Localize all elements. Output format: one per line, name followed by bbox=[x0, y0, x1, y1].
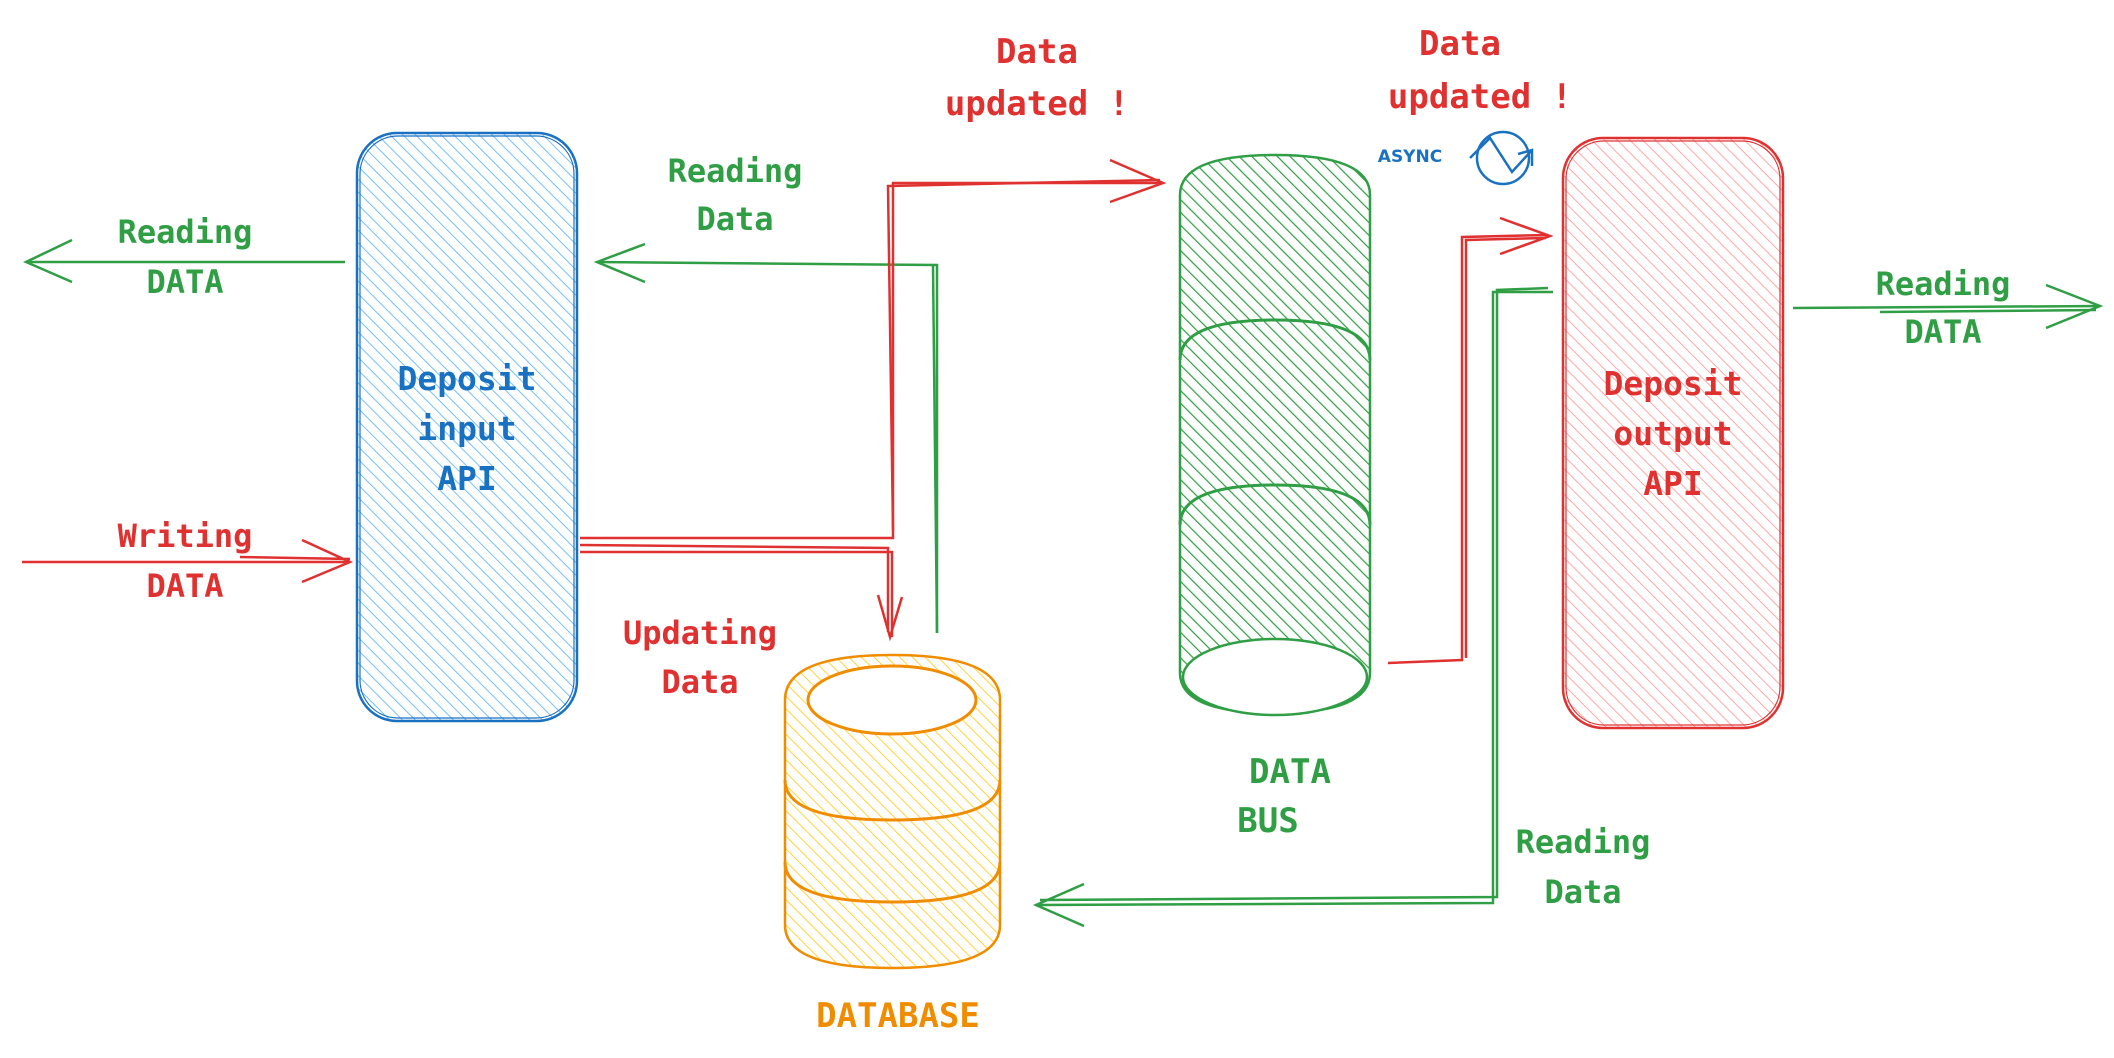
data-updated-1-label-1: Data bbox=[996, 32, 1078, 72]
async-label: ASYNC bbox=[1378, 147, 1442, 167]
left-writing-arrow bbox=[22, 538, 354, 584]
database-node: DATABASE bbox=[783, 653, 1002, 1036]
input-to-bus-updated-arrow bbox=[580, 158, 1167, 540]
left-reading-arrow bbox=[22, 238, 345, 284]
async-cycle-icon bbox=[1469, 130, 1534, 186]
left-writing-label-2: DATA bbox=[146, 567, 223, 605]
data-bus-node: DATA BUS bbox=[1178, 153, 1372, 841]
left-reading-label-1: Reading bbox=[118, 213, 253, 251]
deposit-input-api-node: Deposit input API bbox=[355, 131, 579, 723]
input-to-db-updating-arrow bbox=[579, 543, 904, 642]
reading-data-top-label-1: Reading bbox=[668, 152, 803, 190]
database-label: DATABASE bbox=[816, 996, 980, 1036]
bus-to-output-updated-arrow bbox=[1387, 216, 1554, 665]
left-writing-label-1: Writing bbox=[118, 517, 253, 555]
output-to-db-reading-arrow bbox=[1032, 286, 1553, 928]
output-api-label-1: Deposit bbox=[1603, 364, 1742, 403]
data-updated-1-label-2: updated ! bbox=[945, 84, 1129, 124]
db-to-input-reading-arrow bbox=[593, 242, 939, 634]
data-updated-2-label-1: Data bbox=[1419, 24, 1501, 64]
reading-data-bottom-label-2: Data bbox=[1544, 873, 1621, 911]
updating-data-label-1: Updating bbox=[623, 614, 777, 652]
reading-data-top-label-2: Data bbox=[696, 200, 773, 238]
data-updated-2-label-2: updated ! bbox=[1388, 77, 1572, 117]
output-api-label-3: API bbox=[1643, 464, 1703, 503]
input-api-label-3: API bbox=[437, 459, 497, 498]
data-bus-label-2: BUS bbox=[1237, 801, 1298, 841]
async-indicator: ASYNC bbox=[1378, 130, 1534, 186]
input-api-label-1: Deposit bbox=[397, 359, 536, 398]
deposit-output-api-node: Deposit output API bbox=[1561, 136, 1785, 730]
right-reading-label-2: DATA bbox=[1904, 313, 1981, 351]
right-reading-label-1: Reading bbox=[1876, 265, 2011, 303]
data-bus-label-1: DATA bbox=[1249, 752, 1331, 792]
reading-data-bottom-label-1: Reading bbox=[1516, 823, 1651, 861]
updating-data-label-2: Data bbox=[661, 663, 738, 701]
right-reading-arrow bbox=[1792, 283, 2104, 330]
output-api-label-2: output bbox=[1613, 414, 1732, 453]
input-api-label-2: input bbox=[417, 409, 516, 448]
left-reading-label-2: DATA bbox=[146, 263, 223, 301]
